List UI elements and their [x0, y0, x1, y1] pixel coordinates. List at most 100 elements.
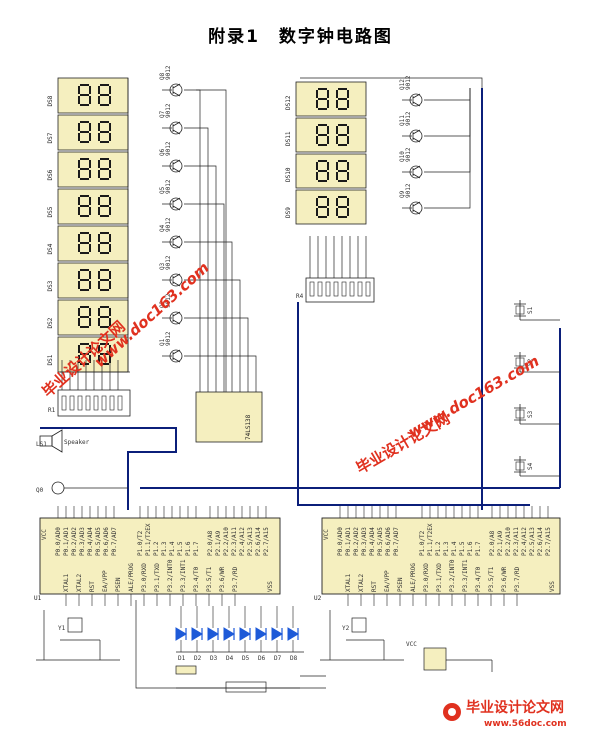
mcu-pin-label: P1.4 [451, 541, 458, 556]
mcu-pin-label: P2.7/A15 [545, 527, 552, 556]
mcu-bottom-pin-label: P3.1/TXD [436, 563, 443, 592]
mcu-right-ref: U2 [314, 595, 322, 602]
left-digit-5: DS3 [47, 262, 129, 299]
mcu-bottom-pin-label: XTAL1 [345, 574, 352, 592]
buzzer-label: LS1 [36, 441, 47, 448]
left-transistor-part: 9012 [165, 255, 172, 270]
mcu-pin-label: P2.6/A14 [255, 527, 262, 556]
mcu-pin-label: P0.0/AD0 [337, 527, 344, 556]
left-digit-label: DS5 [47, 206, 54, 217]
right-digit-label: DS9 [285, 207, 292, 218]
right-transistor-part: 9012 [405, 111, 412, 126]
left-digit-label: DS1 [47, 354, 54, 365]
mcu-pin-label: P0.7/AD7 [393, 527, 400, 556]
mcu-bottom-pin-label: RST [371, 581, 378, 592]
led-label: D4 [226, 655, 234, 662]
led-3: D4 [223, 606, 235, 662]
vcc-label: VCC [406, 641, 417, 648]
mcu-pin-label: P1.3 [443, 541, 450, 556]
mcu-bottom-pin-label: P3.3/INT1 [462, 559, 469, 592]
right-digit-label: DS10 [285, 167, 292, 182]
left-transistor-part: 9012 [165, 179, 172, 194]
mcu-bottom-pin-label: P3.5/T1 [488, 566, 495, 592]
data-bus [40, 88, 561, 510]
right-transistor-part: 9012 [405, 147, 412, 162]
mcu-pin-label: P2.0/A8 [207, 530, 214, 556]
left-digit-6: DS2 [47, 299, 129, 336]
crystal-right-label: Y2 [342, 625, 350, 632]
led-label: D7 [274, 655, 282, 662]
mcu-pin-label: P2.4/A12 [521, 527, 528, 556]
right-digit-label: DS11 [285, 131, 292, 146]
mcu-pin-label: P1.5 [177, 541, 184, 556]
mcu-pin-label: P0.4/AD4 [87, 527, 94, 556]
left-crystal-circuit: Y1 [36, 610, 120, 661]
footer-brand: 毕业设计论文网 [466, 699, 564, 716]
led-label: D6 [258, 655, 266, 662]
left-digit-7: DS1 [47, 336, 129, 373]
right-transistor-label: Q10 [399, 151, 406, 162]
led-2: D3 [207, 606, 219, 662]
page-title: 附录1 数字钟电路图 [208, 27, 393, 47]
mcu-bottom-pin-label: PSEN [397, 577, 404, 592]
left-digit-label: DS4 [47, 243, 54, 254]
left-digit-label: DS8 [47, 95, 54, 106]
led-7: D8 [287, 606, 299, 662]
right-digit-0: DS12 [285, 81, 367, 117]
mcu-pin-label: P0.3/AD3 [79, 527, 86, 556]
left-digit-label: DS7 [47, 132, 54, 143]
mcu-pin-label: P0.1/AD1 [63, 527, 70, 556]
mcu-pin-label: P1.3 [161, 541, 168, 556]
mcu-bottom-pin-label: ALE/PROG [410, 563, 417, 592]
left-digit-0: DS8 [47, 77, 129, 114]
mcu-vcc-label: VCC [323, 529, 330, 540]
led-label: D8 [290, 655, 298, 662]
mcu-bottom-pin-label: P3.7/RD [232, 566, 239, 592]
left-transistor-label: Q8 [159, 72, 166, 80]
mcu-pin-label: P0.7/AD7 [111, 527, 118, 556]
buzzer-part: Speaker [64, 439, 90, 446]
mcu-pin-label: P0.6/AD6 [385, 527, 392, 556]
mcu-pin-label: P1.6 [185, 541, 192, 556]
mcu-pin-label: P1.5 [459, 541, 466, 556]
mcu-bottom-pin-label: P3.4/T0 [475, 566, 482, 592]
left-wiring [60, 78, 257, 392]
mcu-vcc-label: VCC [41, 529, 48, 540]
right-resistor-label: R4 [296, 293, 304, 300]
mcu-pin-label: P1.7 [193, 541, 200, 556]
mcu-pin-label: P1.1/T2EX [145, 523, 152, 556]
left-transistor-part: 9012 [165, 65, 172, 80]
mcu-bottom-pin-label: P3.2/INT0 [167, 559, 174, 592]
mcu-bottom-pin-label: P3.0/RXD [423, 563, 430, 592]
left-transistor-part: 9012 [165, 141, 172, 156]
buzzer: LS1 Speaker Q0 [36, 429, 128, 495]
mcu-pin-label: P1.6 [467, 541, 474, 556]
power-circuit: VCC [135, 600, 493, 693]
mcu-bottom-pin-label: P3.2/INT0 [449, 559, 456, 592]
mcu-pin-label: P0.2/AD2 [71, 527, 78, 556]
right-digit-label: DS12 [285, 95, 292, 110]
right-transistor-label: Q11 [399, 115, 406, 126]
mcu-pin-label: P0.1/AD1 [345, 527, 352, 556]
footer-logo: 毕业设计论文网 www.56doc.com [443, 699, 567, 729]
mcu-pin-label: P0.5/AD5 [95, 527, 102, 556]
left-transistor-label: Q3 [159, 262, 166, 270]
left-digit-label: DS2 [47, 317, 54, 328]
mcu-pin-label: P0.2/AD2 [353, 527, 360, 556]
led-1: D2 [191, 606, 203, 662]
mcu-pin-label: P1.4 [169, 541, 176, 556]
switch-label: S4 [527, 462, 534, 470]
mcu-bottom-pin-label: P3.1/TXD [154, 563, 161, 592]
mcu-pin-label: P0.6/AD6 [103, 527, 110, 556]
mcu-pin-label: P1.2 [153, 541, 160, 556]
